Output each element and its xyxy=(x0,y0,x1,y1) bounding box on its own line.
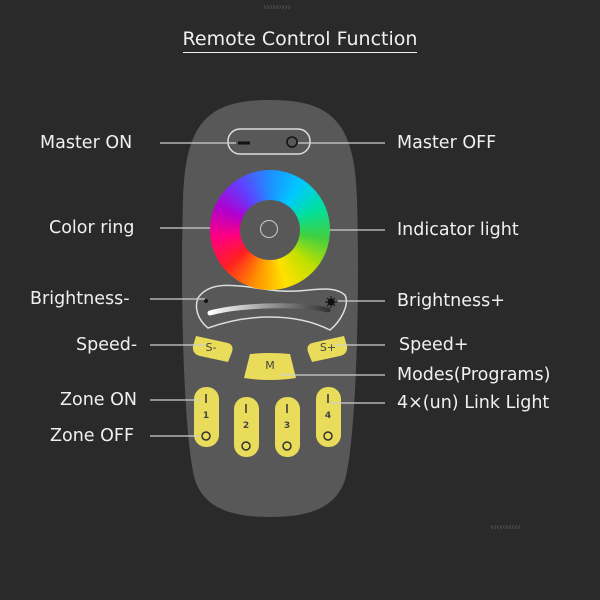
label-modes: Modes(Programs) xyxy=(397,365,551,385)
ring-center xyxy=(240,200,300,260)
label-speed-minus: Speed- xyxy=(76,335,138,355)
label-link-light: 4×(un) Link Light xyxy=(397,393,550,413)
zone-1-button xyxy=(194,387,219,447)
label-speed-plus: Speed+ xyxy=(399,335,469,355)
mode-button xyxy=(244,353,296,380)
remote-body xyxy=(182,100,358,517)
page-title: Remote Control Function xyxy=(0,28,600,53)
master-off-icon xyxy=(286,136,298,148)
zone-4-button xyxy=(316,387,341,447)
label-brightness-minus: Brightness- xyxy=(30,289,130,309)
label-zone-off: Zone OFF xyxy=(50,426,135,446)
decorative-chevrons-bottom: ‹‹‹‹‹‹‹‹‹‹ xyxy=(490,522,521,533)
color-ring[interactable] xyxy=(210,170,330,290)
label-brightness-plus: Brightness+ xyxy=(397,291,505,311)
zone-2-button xyxy=(234,397,259,457)
speed-minus-label[interactable]: S- xyxy=(205,341,217,354)
speed-plus-button xyxy=(307,336,348,362)
zone-3-button xyxy=(275,397,300,457)
label-indicator-light: Indicator light xyxy=(397,220,519,240)
label-master-on: Master ON xyxy=(40,133,133,153)
label-master-off: Master OFF xyxy=(397,133,497,153)
indicator-light xyxy=(260,220,278,238)
speed-minus-button xyxy=(192,336,233,362)
zone-4-label[interactable]: 4 xyxy=(324,411,332,421)
master-bar xyxy=(227,128,311,155)
label-color-ring: Color ring xyxy=(49,218,135,238)
zone-3-label[interactable]: 3 xyxy=(283,421,291,431)
label-zone-on: Zone ON xyxy=(60,390,137,410)
mode-label[interactable]: M xyxy=(265,359,275,372)
brightness-slider xyxy=(207,303,331,316)
speed-plus-label[interactable]: S+ xyxy=(319,341,337,354)
zone-2-label[interactable]: 2 xyxy=(242,421,250,431)
decorative-chevrons-top: ››››››››› xyxy=(263,2,291,13)
zone-1-label[interactable]: 1 xyxy=(202,411,210,421)
